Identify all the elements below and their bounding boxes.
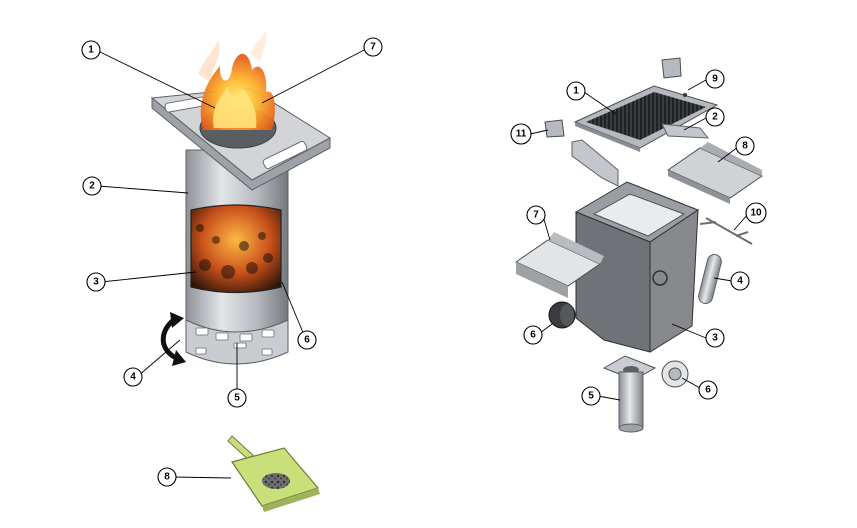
svg-text:7: 7 (533, 210, 539, 221)
callout-l6: 6 (297, 330, 317, 350)
rod-10 (699, 217, 753, 245)
svg-text:3: 3 (712, 333, 718, 344)
air-vent-slots (195, 327, 275, 356)
callout-r2: 2 (705, 107, 725, 127)
fire-window (190, 204, 282, 294)
svg-text:2: 2 (89, 181, 95, 192)
small-cover-plate-11 (544, 119, 565, 138)
svg-text:1: 1 (573, 86, 579, 97)
screw-9 (683, 93, 687, 97)
callout-l5: 5 (227, 388, 247, 408)
callout-r11: 11 (510, 123, 532, 145)
callout-l1: 1 (81, 40, 101, 60)
ash-shovel (227, 435, 320, 512)
glowing-coals (196, 224, 273, 279)
small-cover-plate-9 (661, 57, 682, 79)
svg-text:3: 3 (93, 277, 99, 288)
right-leader-lines (529, 79, 749, 401)
svg-text:8: 8 (742, 141, 748, 152)
leg-5 (602, 355, 657, 433)
grill-rear-bracket (661, 123, 710, 139)
svg-text:10: 10 (750, 208, 762, 219)
callout-r3: 3 (705, 328, 725, 348)
callout-r5: 5 (581, 386, 601, 406)
svg-text:7: 7 (370, 42, 376, 53)
callout-r10: 10 (745, 202, 767, 224)
svg-text:6: 6 (304, 335, 310, 346)
right-callouts: 1 9 2 11 8 7 10 4 6 3 5 6 (510, 69, 767, 406)
callout-l4: 4 (123, 367, 143, 387)
side-shelf-7 (514, 232, 604, 298)
svg-text:4: 4 (130, 372, 136, 383)
left-stove-assembly (150, 30, 331, 512)
ash-drawer-8 (666, 142, 764, 204)
svg-text:5: 5 (234, 393, 240, 404)
stove-body-3 (574, 181, 700, 353)
grill-side-bracket (571, 139, 619, 187)
svg-text:4: 4 (737, 276, 743, 287)
svg-text:1: 1 (88, 45, 94, 56)
left-callouts: 1 7 2 3 6 4 5 8 (81, 37, 383, 487)
callout-l3: 3 (86, 272, 106, 292)
ash-pile (262, 473, 290, 489)
svg-text:2: 2 (712, 112, 718, 123)
right-stove-assembly (514, 57, 764, 433)
pipe-4 (698, 254, 722, 304)
svg-text:6: 6 (705, 385, 711, 396)
svg-text:9: 9 (712, 74, 718, 85)
callout-r1: 1 (566, 81, 586, 101)
handle-slot-right (262, 140, 308, 170)
svg-text:8: 8 (164, 472, 170, 483)
logo-emblem (652, 270, 668, 286)
callout-r6b: 6 (698, 380, 718, 400)
callout-r4: 4 (730, 271, 750, 291)
svg-text:11: 11 (516, 129, 527, 140)
callout-l8: 8 (157, 467, 177, 487)
svg-text:5: 5 (588, 391, 594, 402)
fire-flames (198, 30, 275, 130)
callout-r6a: 6 (523, 325, 543, 345)
left-leader-lines (95, 47, 369, 479)
grill-grate (573, 85, 719, 152)
callout-l2: 2 (82, 176, 102, 196)
callout-r7: 7 (526, 205, 546, 225)
svg-text:6: 6 (530, 330, 536, 341)
callout-l7: 7 (363, 37, 383, 57)
callout-r8: 8 (735, 136, 755, 156)
callout-r9: 9 (705, 69, 725, 89)
rotation-arrow-icon (160, 312, 186, 366)
